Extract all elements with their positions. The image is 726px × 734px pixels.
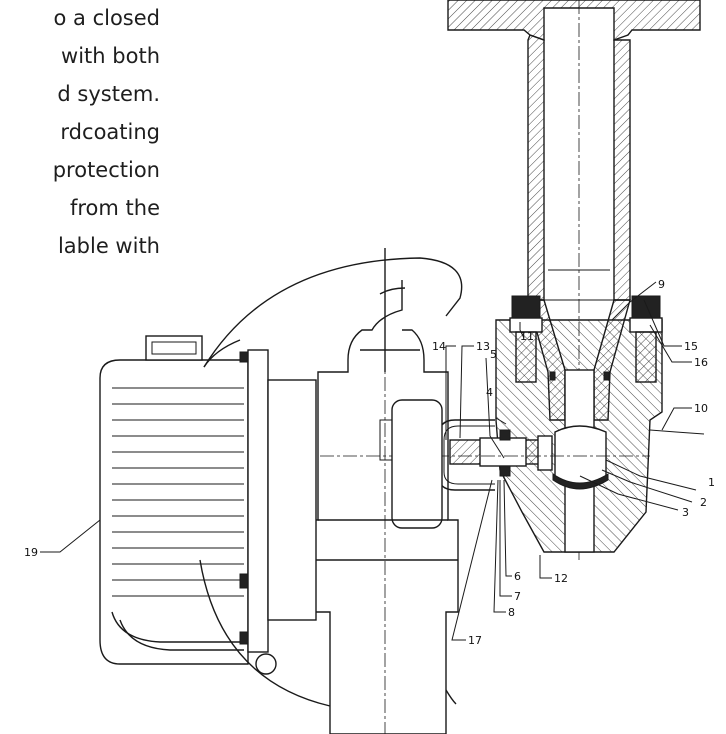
callout-9: 9 [658, 278, 665, 291]
callout-17: 17 [468, 634, 482, 647]
callout-8: 8 [508, 606, 515, 619]
actuator [311, 248, 459, 734]
callout-7: 7 [514, 590, 521, 603]
callout-2: 2 [700, 496, 707, 509]
callout-19: 19 [24, 546, 38, 559]
leader-lines [40, 281, 705, 641]
text-line: o a closed [53, 6, 161, 30]
text-line: d system. [57, 82, 160, 106]
text-line: protection [52, 158, 160, 182]
callout-3: 3 [682, 506, 689, 519]
callout-10: 10 [694, 402, 708, 415]
handle-arc [199, 257, 463, 707]
callout-11: 11 [520, 330, 534, 343]
callout-4: 4 [486, 386, 493, 399]
stem [320, 429, 650, 477]
callout-12: 12 [554, 572, 568, 585]
text-line: with both [61, 44, 160, 68]
bolt-left [509, 295, 543, 383]
motor [99, 335, 317, 675]
text-line: rdcoating [60, 120, 160, 144]
callout-16: 16 [694, 356, 708, 369]
text-line: from the [69, 196, 160, 220]
callout-14: 14 [432, 340, 446, 353]
callout-6: 6 [514, 570, 521, 583]
callouts: 1 2 3 4 5 6 7 8 9 10 11 12 13 14 15 16 1… [24, 278, 715, 647]
top-flange [447, 0, 701, 41]
callout-1: 1 [708, 476, 715, 489]
callout-15: 15 [684, 340, 698, 353]
callout-13: 13 [476, 340, 490, 353]
bolt-right [629, 295, 663, 383]
text-line: lable with [57, 234, 160, 258]
callout-5: 5 [490, 348, 497, 361]
